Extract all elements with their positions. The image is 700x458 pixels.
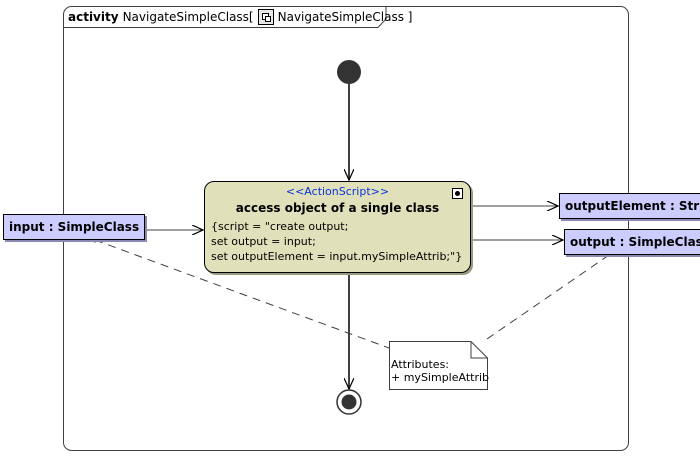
frame-reference: NavigateSimpleClass ] [277,9,413,24]
note-fold [470,341,488,359]
frame-tab-border [63,6,387,28]
attributes-note[interactable]: Attributes: + mySimpleAttrib [389,341,490,389]
script-line: set outputElement = input.mySimpleAttrib… [211,250,463,263]
action-node[interactable]: <<ActionScript>> access object of a sing… [204,181,471,273]
note-anchor-input [94,239,390,349]
note-line: Attributes: [391,358,450,371]
frame-keyword: activity [68,9,119,24]
action-title: access object of a single class [235,201,440,215]
script-line: {script = "create output; [211,220,349,233]
output-pin[interactable]: output : SimpleClass [564,229,700,255]
output-element-pin[interactable]: outputElement : String [559,193,700,219]
note-shape[interactable] [389,341,488,390]
action-stereotype: <<ActionScript>> [285,185,390,198]
frame-name: NavigateSimpleClass[ [122,9,254,24]
note-line: + mySimpleAttrib [391,371,490,384]
frame-tab: activity NavigateSimpleClass[ NavigateSi… [64,6,419,27]
activity-final-node-core [341,394,357,410]
action-script-body: {script = "create output; set output = i… [211,219,464,264]
initial-node[interactable] [337,60,361,84]
script-line: set output = input; [211,235,316,248]
input-pin[interactable]: input : SimpleClass [3,214,146,240]
action-settings-icon[interactable] [452,188,463,199]
note-anchor-output [486,254,610,340]
activity-diagram-icon [257,8,274,25]
